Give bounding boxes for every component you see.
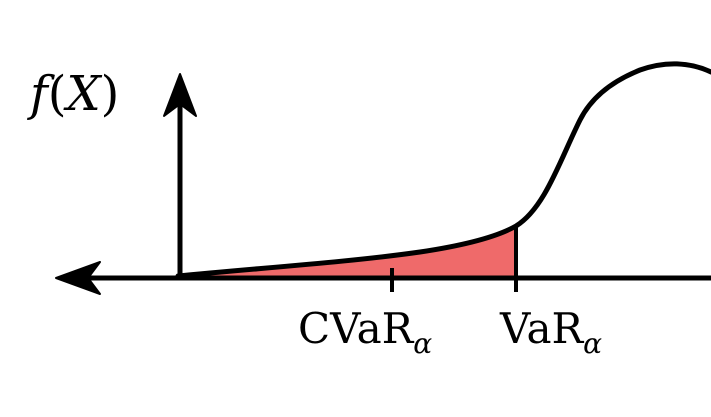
var-label-main: VaR [499,304,585,353]
y-axis-label: f(X) [27,66,119,122]
y-label-open-paren: ( [48,66,67,122]
density-curve [175,61,711,279]
var-label: VaRα [499,304,602,360]
y-label-close-paren: ) [101,66,120,122]
cvar-label: CVaRα [298,304,432,360]
cvar-label-subscript: α [413,327,432,360]
y-axis-arrow-up-icon [163,73,197,117]
tail-area-fill [178,226,516,278]
var-label-subscript: α [583,327,602,360]
cvar-label-main: CVaR [298,304,415,353]
y-label-var: X [63,66,103,122]
x-axis-arrow-left-icon [55,261,101,295]
